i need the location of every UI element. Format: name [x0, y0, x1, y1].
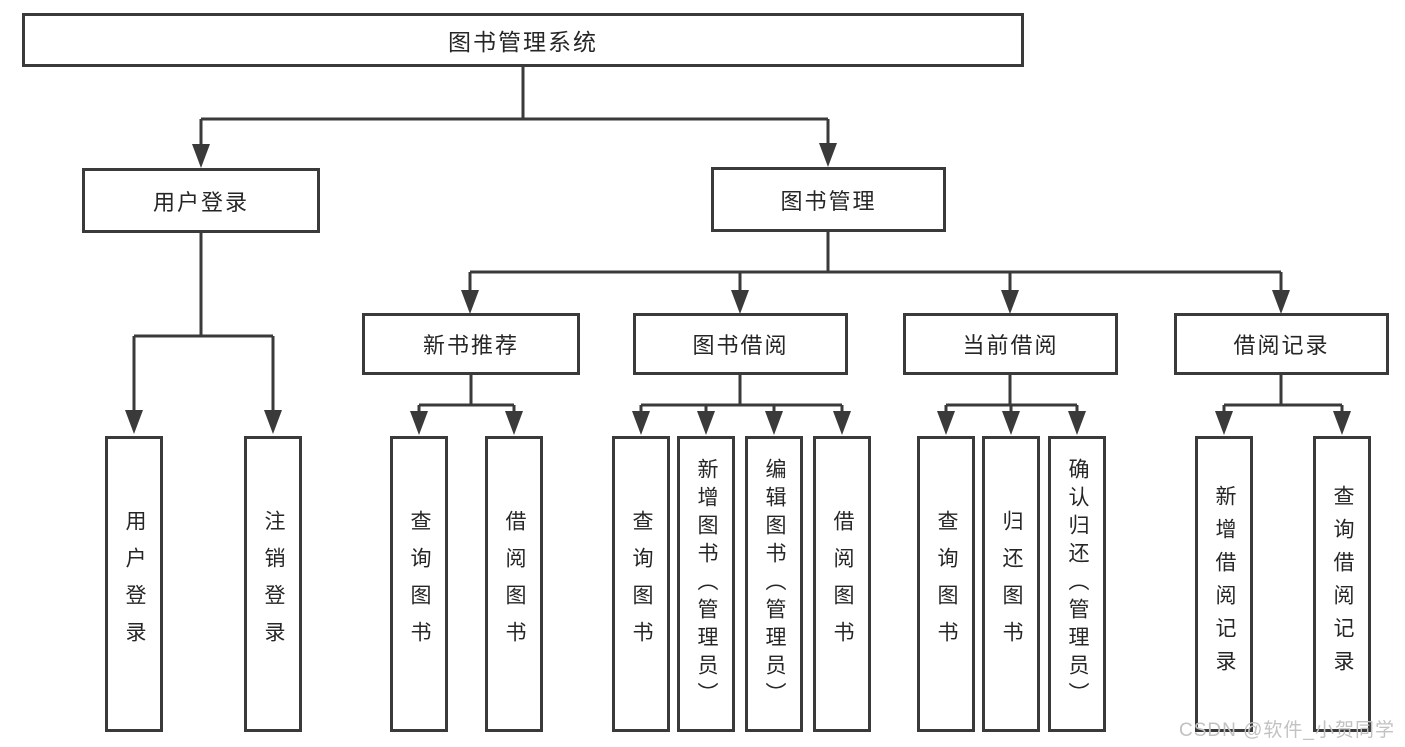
leaf-query-books-borrow: 查询图书: [612, 436, 670, 732]
arrowhead: [1002, 411, 1020, 435]
arrowhead: [1333, 411, 1351, 435]
leaf-label: 编辑图书（管理员）: [763, 458, 786, 710]
connector-book-mgmt-to-level3: [468, 232, 1283, 308]
leaf-edit-book-admin: 编辑图书（管理员）: [745, 436, 803, 732]
node-book-management: 图书管理: [711, 167, 946, 232]
node-label: 图书借阅: [692, 333, 789, 358]
leaf-label: 确认归还（管理员）: [1066, 458, 1089, 710]
leaf-query-books-recommend: 查询图书: [390, 436, 448, 732]
arrowhead: [833, 411, 851, 435]
csdn-watermark: CSDN @软件_小贺同学: [1179, 720, 1395, 741]
arrowhead: [819, 143, 837, 167]
node-new-book-recommendation: 新书推荐: [362, 313, 580, 375]
leaf-logout: 注销登录: [244, 436, 302, 732]
leaf-label: 新增借阅记录: [1213, 485, 1236, 683]
connector-borrow-records-to-leaves: [1222, 375, 1344, 429]
leaf-add-book-admin: 新增图书（管理员）: [677, 436, 735, 732]
node-label: 借阅记录: [1233, 333, 1330, 358]
leaf-confirm-return-admin: 确认归还（管理员）: [1048, 436, 1106, 732]
leaf-query-borrow-record: 查询借阅记录: [1313, 436, 1371, 732]
node-label: 当前借阅: [962, 333, 1059, 358]
leaf-label: 查询借阅记录: [1331, 485, 1354, 683]
leaf-label: 查询图书: [408, 510, 431, 658]
connector-root-to-level2: [199, 67, 830, 162]
arrowhead: [1272, 290, 1290, 314]
leaf-label: 归还图书: [1000, 510, 1023, 658]
connector-book-borrow-to-leaves: [639, 375, 844, 429]
leaf-label: 查询图书: [935, 510, 958, 658]
arrowhead: [937, 411, 955, 435]
connector-new-book-to-leaves: [417, 375, 516, 429]
arrowhead: [731, 290, 749, 314]
node-library-management-system: 图书管理系统: [22, 13, 1024, 67]
arrowhead: [1068, 411, 1086, 435]
connector-user-login-to-leaves: [132, 233, 275, 428]
node-book-borrowing: 图书借阅: [633, 313, 848, 375]
leaf-return-books: 归还图书: [982, 436, 1040, 732]
leaf-label: 注销登录: [262, 510, 285, 658]
leaf-borrow-books: 借阅图书: [813, 436, 871, 732]
node-borrowing-records: 借阅记录: [1174, 313, 1389, 375]
leaf-user-login: 用户登录: [105, 436, 163, 732]
node-label: 新书推荐: [422, 333, 519, 358]
node-label: 用户登录: [152, 189, 249, 215]
arrowhead: [697, 411, 715, 435]
leaf-label: 用户登录: [123, 510, 146, 658]
arrowhead: [1215, 411, 1233, 435]
leaf-label: 新增图书（管理员）: [695, 458, 718, 710]
arrowhead: [1001, 290, 1019, 314]
arrowhead: [765, 411, 783, 435]
leaf-borrow-books-recommend: 借阅图书: [485, 436, 543, 732]
node-label: 图书管理系统: [448, 29, 598, 55]
node-current-borrowing: 当前借阅: [903, 313, 1118, 375]
arrowhead: [125, 410, 143, 434]
arrowhead: [505, 411, 523, 435]
node-label: 图书管理: [780, 188, 877, 214]
arrowhead: [264, 410, 282, 434]
node-user-login: 用户登录: [82, 168, 320, 233]
arrowhead: [461, 290, 479, 314]
arrowhead: [632, 411, 650, 435]
leaf-label: 查询图书: [630, 510, 653, 658]
leaf-label: 借阅图书: [503, 510, 526, 658]
connector-current-borrow-to-leaves: [944, 375, 1079, 429]
leaf-label: 借阅图书: [831, 510, 854, 658]
arrowhead: [410, 411, 428, 435]
leaf-add-borrow-record: 新增借阅记录: [1195, 436, 1253, 732]
arrowhead: [192, 144, 210, 168]
leaf-query-books-current: 查询图书: [917, 436, 975, 732]
